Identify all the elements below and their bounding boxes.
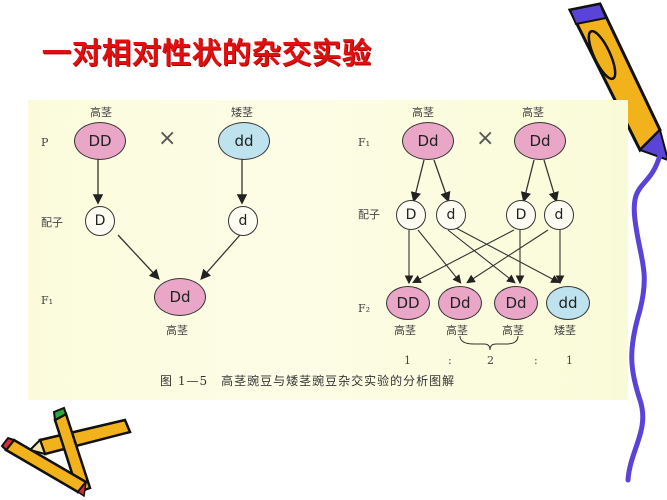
gamete-node: d bbox=[436, 200, 466, 230]
diagram-panel: 高茎 矮茎 P DD × dd 配子 D d F₁ Dd 高茎 高茎 高茎 F₁… bbox=[28, 100, 628, 400]
row-label-f1: F₁ bbox=[41, 294, 54, 307]
cross-symbol: × bbox=[158, 126, 177, 151]
gamete-node: D bbox=[506, 200, 536, 230]
figure-caption: 图 1—5 高茎豌豆与矮茎豌豆杂交实验的分析图解 bbox=[160, 374, 456, 388]
parent-node-dd-het: Dd bbox=[402, 122, 454, 160]
slide-title: 一对相对性状的杂交实验 bbox=[42, 36, 373, 70]
parent-node-dd-het: Dd bbox=[514, 122, 566, 160]
phenotype-label: 高茎 bbox=[90, 106, 112, 119]
cross-symbol: × bbox=[476, 126, 495, 151]
squiggle-line-icon bbox=[625, 152, 663, 483]
cross-arrows bbox=[92, 150, 565, 351]
gamete-node: D bbox=[396, 200, 426, 230]
row-label-gamete: 配子 bbox=[358, 208, 380, 221]
offspring-node-f1: Dd bbox=[154, 278, 206, 316]
row-label-f1: F₁ bbox=[358, 136, 371, 149]
offspring-node-f2: Dd bbox=[494, 286, 538, 320]
phenotype-label: 高茎 bbox=[502, 324, 524, 337]
gamete-node: d bbox=[228, 206, 258, 236]
phenotype-label: 高茎 bbox=[166, 324, 188, 337]
phenotype-label: 高茎 bbox=[522, 106, 544, 119]
offspring-node-f2: DD bbox=[386, 286, 430, 320]
gamete-node: d bbox=[544, 200, 574, 230]
ratio-separator: : bbox=[534, 354, 538, 367]
ratio-value: 2 bbox=[487, 354, 494, 367]
gamete-node: D bbox=[85, 206, 115, 236]
row-label-f2: F₂ bbox=[358, 302, 371, 315]
ratio-separator: : bbox=[448, 354, 452, 367]
ratio-value: 1 bbox=[404, 354, 411, 367]
parent-node-dd-short: dd bbox=[218, 122, 270, 160]
offspring-node-f2: dd bbox=[546, 286, 590, 320]
row-label-gamete: 配子 bbox=[41, 216, 63, 229]
phenotype-label: 高茎 bbox=[412, 106, 434, 119]
row-label-p: P bbox=[41, 136, 49, 149]
offspring-node-f2: Dd bbox=[438, 286, 482, 320]
crossed-pencils-icon bbox=[0, 406, 132, 498]
ratio-value: 1 bbox=[566, 354, 573, 367]
phenotype-label: 高茎 bbox=[446, 324, 468, 337]
phenotype-label: 矮茎 bbox=[231, 106, 253, 119]
phenotype-label: 矮茎 bbox=[554, 324, 576, 337]
parent-node-dd-tall: DD bbox=[74, 122, 126, 160]
pencil-icon bbox=[567, 2, 667, 161]
phenotype-label: 高茎 bbox=[394, 324, 416, 337]
